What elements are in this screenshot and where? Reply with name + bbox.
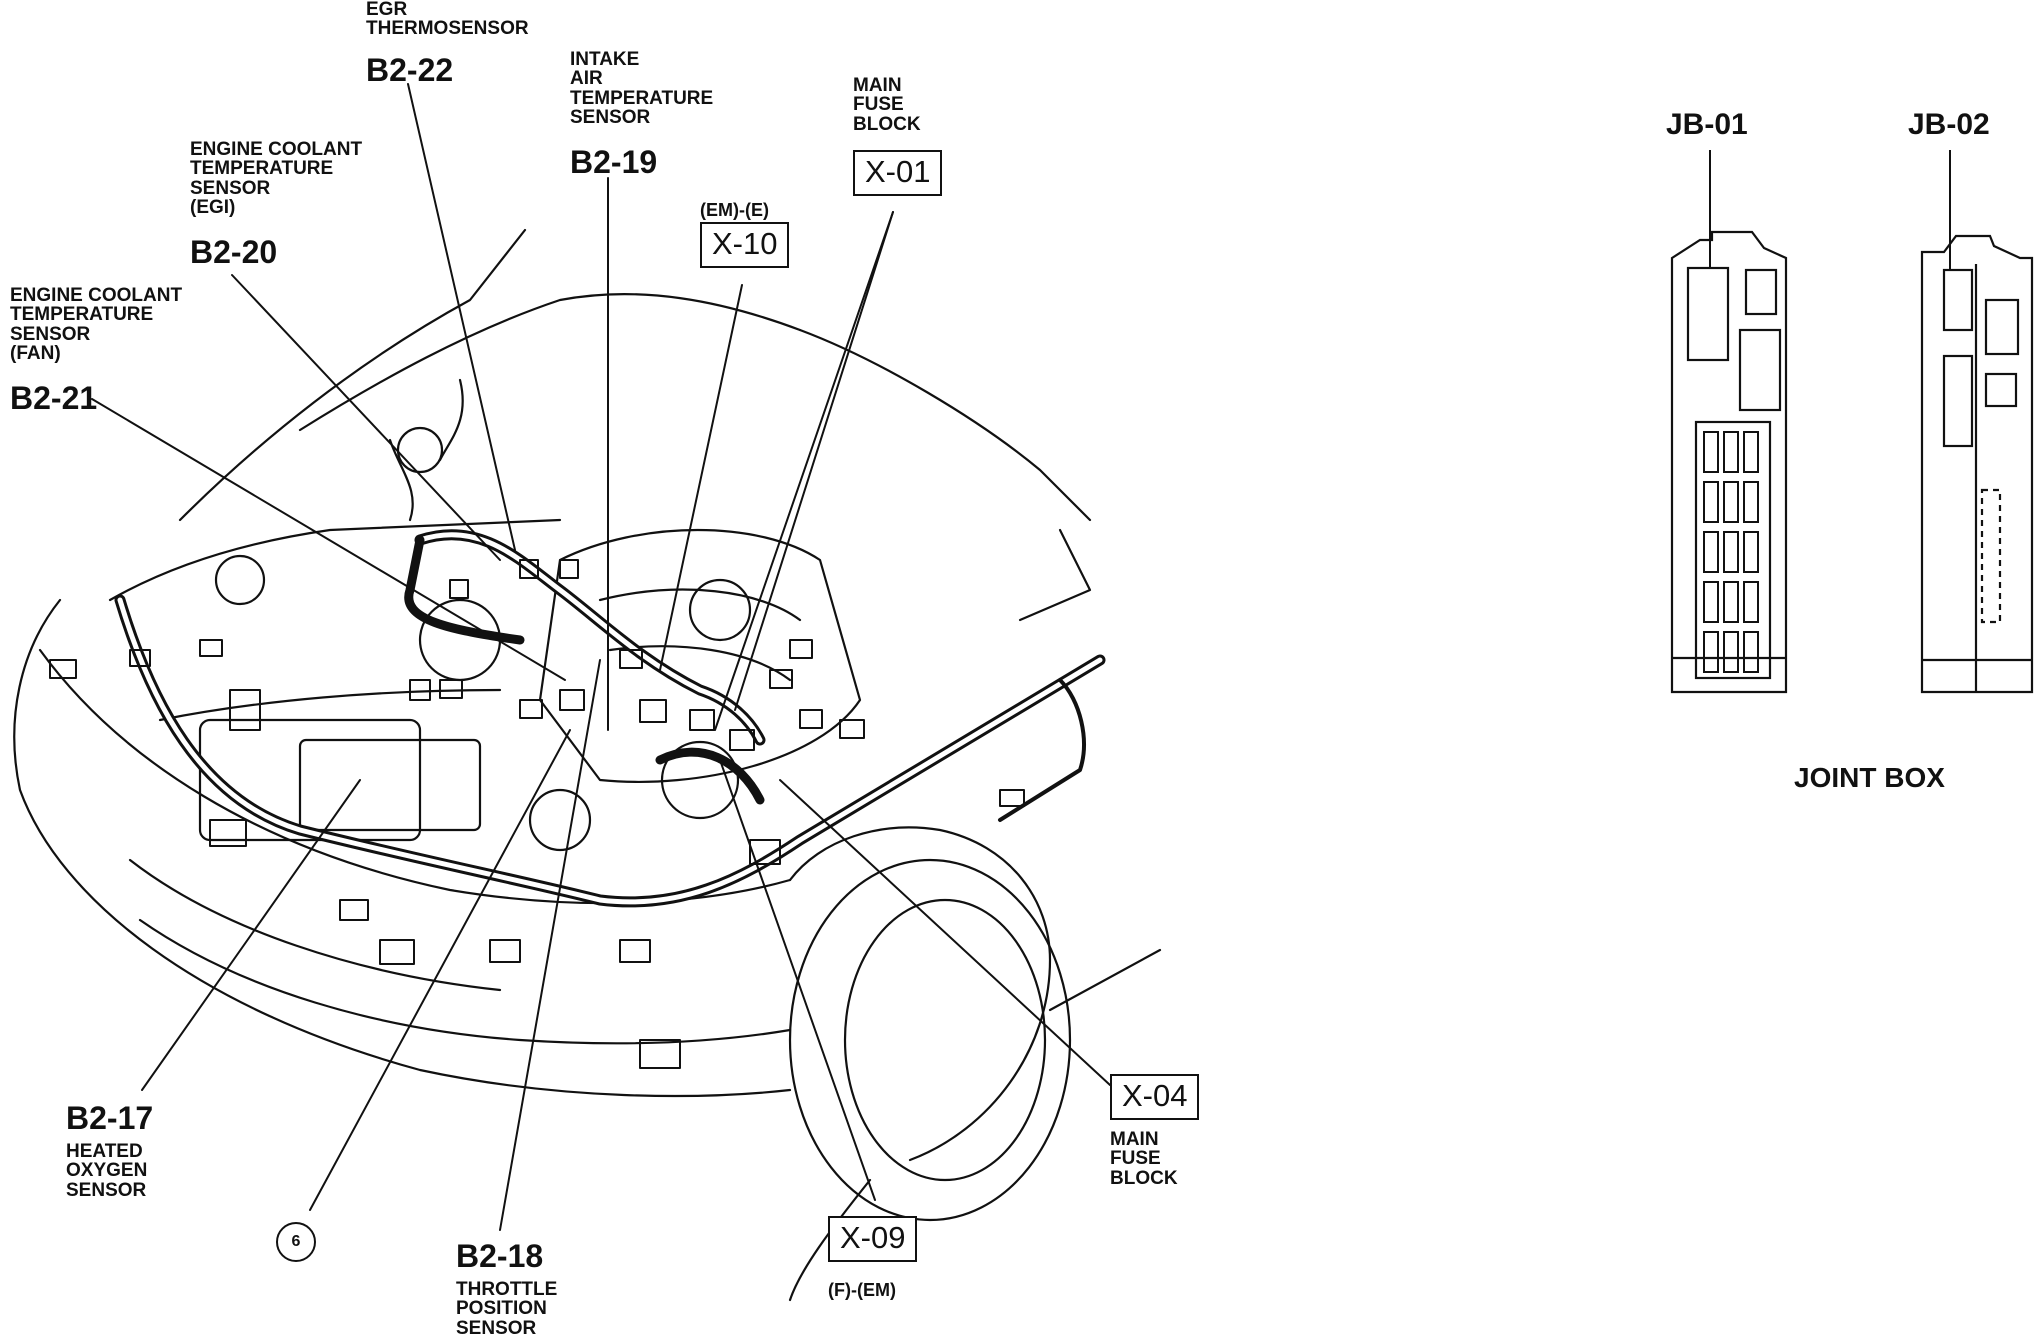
jb-01-title: JB-01 (1666, 108, 1748, 141)
jb-02-title: JB-02 (1908, 108, 1990, 141)
leader-b2-18 (499, 659, 601, 1231)
leader-ground (309, 729, 571, 1211)
main-fuse-bottom-code: X-04 (1110, 1074, 1200, 1120)
leader-b2-20 (231, 274, 501, 561)
leader-x-01-a (714, 211, 894, 731)
f-em-suffix: (F)-(EM) (828, 1280, 896, 1300)
body-outline (13, 598, 792, 1098)
leader-x-10 (659, 284, 743, 671)
ho2s-code: B2-17 (66, 1100, 154, 1136)
ect-egi-code: B2-20 (190, 234, 278, 270)
leader-x-01-b (734, 211, 894, 711)
leader-x-09 (719, 759, 876, 1201)
wheel-arch (788, 826, 1052, 1162)
jb-01-body (1670, 230, 1788, 694)
leader-b2-22 (407, 83, 516, 551)
main-fuse-top-code: X-01 (853, 150, 943, 196)
leader-b2-17 (141, 779, 361, 1091)
f-em-code: X-09 (828, 1216, 918, 1262)
joint-box-caption: JOINT BOX (1794, 762, 1945, 793)
tps-code: B2-18 (456, 1238, 544, 1274)
jb-02-body (1920, 234, 2034, 694)
em-e-prefix: (EM)-(E) (700, 200, 769, 220)
ect-fan-code: B2-21 (10, 380, 98, 416)
ground-point-marker: 6 (276, 1222, 316, 1262)
leader-x-04 (779, 779, 1111, 1086)
iat-code: B2-19 (570, 144, 658, 180)
hood-outline (178, 228, 527, 522)
front-tire (788, 858, 1072, 1222)
egr-code: B2-22 (366, 52, 454, 88)
leader-b2-21 (91, 398, 566, 681)
em-e-code: X-10 (700, 222, 790, 268)
engine-block (538, 529, 862, 783)
